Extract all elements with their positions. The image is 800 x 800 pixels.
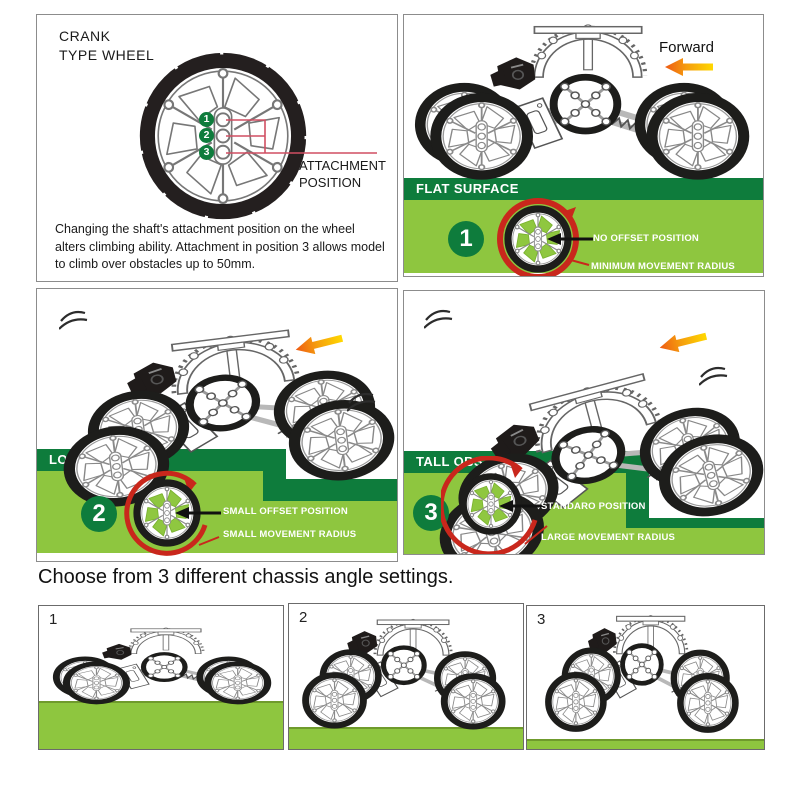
attachment-leader-lines <box>226 119 377 154</box>
low-obstacle-panel: LOW OBSTACLE 2 SMALL OFFSET POSITION SMA… <box>36 288 398 562</box>
chassis-panel-2: 2 <box>288 603 524 750</box>
chassis-panel-number: 1 <box>49 611 58 628</box>
ground <box>527 739 764 749</box>
attachment-line2: POSITION <box>299 175 362 190</box>
low-step-ground <box>286 479 397 501</box>
description-text: Changing the shaft's attachment position… <box>55 222 385 271</box>
position-1-badge: 1 <box>199 112 214 127</box>
forward-label: Forward <box>659 39 715 56</box>
flat-surface-banner: FLAT SURFACE <box>404 178 763 200</box>
ground <box>289 727 523 749</box>
movement-radius-label: MINIMUM MOVEMENT RADIUS <box>591 261 735 272</box>
wheel-position-2-diagram <box>124 470 221 556</box>
wheel-position-1-diagram <box>497 198 593 276</box>
step-1-badge: 1 <box>448 221 484 257</box>
offset-position-label: STANDARO POSITION <box>541 501 646 512</box>
position-2-badge: 2 <box>199 128 214 143</box>
step-2-badge: 2 <box>81 496 117 532</box>
chassis-panel-3: 3 <box>526 605 765 750</box>
wheel-position-3-diagram <box>441 456 548 554</box>
movement-radius-label: SMALL MOVEMENT RADIUS <box>223 529 357 540</box>
forward-arrow-icon <box>665 58 713 76</box>
ground <box>39 701 283 749</box>
motion-marks-icon <box>699 366 729 387</box>
low-callout-strip-right <box>263 501 397 553</box>
chassis-panel-number: 2 <box>299 609 308 626</box>
chassis-heading: Choose from 3 different chassis angle se… <box>38 566 454 588</box>
flat-surface-panel: FLAT SURFACE Forward 1 NO OFFSET POSITIO… <box>403 14 764 277</box>
title-line1: CRANK <box>59 28 111 44</box>
motion-marks-icon <box>347 392 377 413</box>
panel-title: CRANK TYPE WHEEL <box>59 27 154 65</box>
car-angle-1-illustration <box>49 623 275 706</box>
tall-obstacle-panel: TALL OBSTACLE 3 STANDARO POSITION LARGE … <box>403 290 765 555</box>
tall-step-ground <box>649 518 764 528</box>
crank-wheel-panel: CRANK TYPE WHEEL 1 2 3 ATTACHMENT POSITION… <box>36 14 398 282</box>
offset-position-label: NO OFFSET POSITION <box>593 233 699 244</box>
car-angle-2-illustration <box>301 615 509 738</box>
motion-marks-icon <box>59 310 89 331</box>
tall-callout-strip-right <box>626 528 764 554</box>
attachment-line1: ATTACHMENT <box>299 158 386 173</box>
offset-position-label: SMALL OFFSET POSITION <box>223 506 348 517</box>
chassis-panel-number: 3 <box>537 611 546 628</box>
title-line2: TYPE WHEEL <box>59 47 155 63</box>
movement-radius-label: LARGE MOVEMENT RADIUS <box>541 532 676 543</box>
position-3-badge: 3 <box>199 145 214 160</box>
chassis-panel-1: 1 <box>38 605 284 750</box>
motion-marks-icon <box>424 309 454 330</box>
car-angle-3-illustration <box>544 611 742 742</box>
attachment-position-label: ATTACHMENT POSITION <box>299 157 386 191</box>
